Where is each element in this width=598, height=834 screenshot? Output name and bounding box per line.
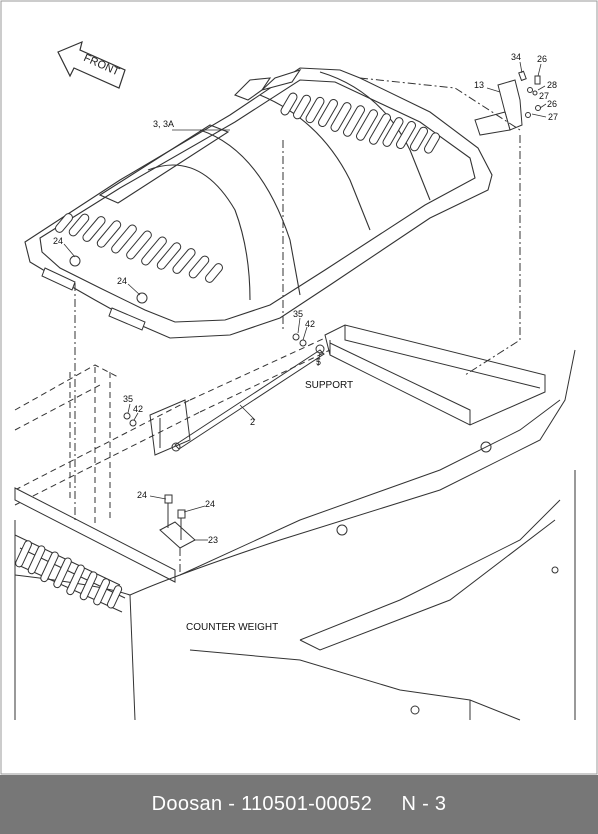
footer-part-number: Doosan - 110501-00052 N - 3 xyxy=(151,793,447,815)
footer-bar: Doosan - 110501-00052 N - 3 xyxy=(0,775,598,834)
front-arrow-icon: FRONT xyxy=(57,40,126,89)
callout-washer-42b: 42 xyxy=(133,404,143,414)
callout-bolt-26a: 26 xyxy=(537,54,547,64)
support-frame xyxy=(14,77,546,583)
leader-lines xyxy=(63,61,547,541)
callout-bolt-24d: 24 xyxy=(205,499,215,509)
callout-rod-2: 2 xyxy=(250,417,255,427)
callout-hinge-24a: 24 xyxy=(53,236,63,246)
callout-hinge-24b: 24 xyxy=(117,276,127,286)
callout-pin-35b: 35 xyxy=(123,394,133,404)
callout-bolt-24c: 24 xyxy=(137,490,147,500)
callout-screw-34: 34 xyxy=(511,52,521,62)
callout-plate-23: 23 xyxy=(208,535,218,545)
callout-pin-35a: 35 xyxy=(293,309,303,319)
counter-weight-grille xyxy=(15,540,123,609)
diagram-frame: FRONT xyxy=(0,0,598,775)
callout-washer-5: 5 xyxy=(316,357,321,367)
support-label: SUPPORT xyxy=(305,380,353,391)
callout-washer-27a: 27 xyxy=(539,91,549,101)
callout-bolt-26b: 26 xyxy=(547,99,557,109)
callout-bracket: 13 xyxy=(474,80,484,90)
callout-washer-27b: 27 xyxy=(548,112,558,122)
hood-hinges xyxy=(41,255,148,331)
callout-washer-42a: 42 xyxy=(305,319,315,329)
counter-weight-body xyxy=(14,349,576,721)
exploded-parts-diagram: FRONT xyxy=(0,0,598,775)
hood-panel xyxy=(24,67,493,339)
callout-nut-28: 28 xyxy=(547,80,557,90)
counter-weight-label: COUNTER WEIGHT xyxy=(186,622,278,633)
latch-bracket xyxy=(474,70,541,136)
rear-vent-slots xyxy=(280,92,440,154)
front-vent-slots xyxy=(55,213,223,283)
callout-hood: 3, 3A xyxy=(153,119,174,129)
